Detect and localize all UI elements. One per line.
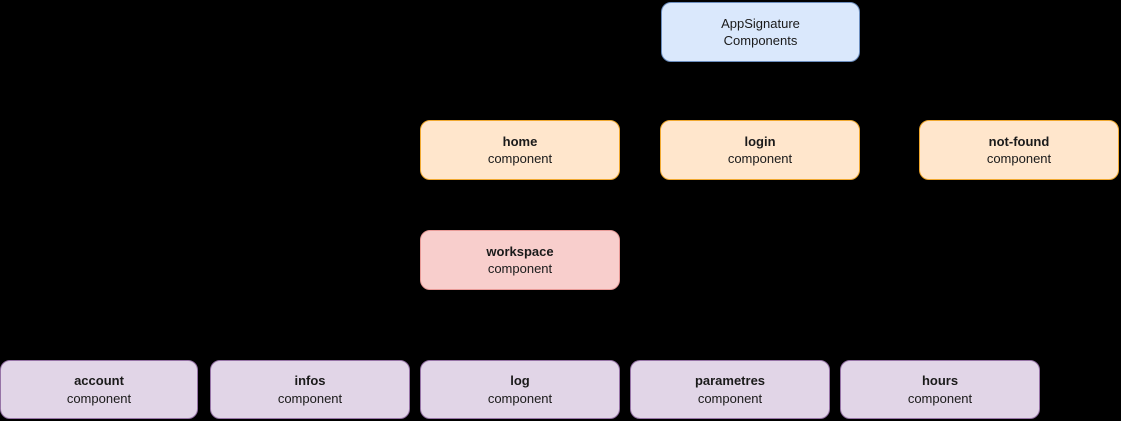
node-title: log bbox=[510, 373, 530, 389]
node-subtitle: component bbox=[697, 390, 763, 406]
node-title: workspace bbox=[486, 243, 554, 259]
node-workspace[interactable]: workspace component bbox=[420, 230, 620, 290]
node-subtitle: component bbox=[487, 390, 553, 406]
node-login[interactable]: login component bbox=[660, 120, 860, 180]
node-title: account bbox=[74, 373, 124, 389]
node-home[interactable]: home component bbox=[420, 120, 620, 180]
node-subtitle: component bbox=[487, 151, 553, 166]
node-title: AppSignature bbox=[721, 15, 800, 31]
node-subtitle: component bbox=[487, 261, 553, 276]
node-title: login bbox=[744, 133, 776, 149]
node-title: infos bbox=[294, 373, 326, 389]
node-subtitle: component bbox=[986, 151, 1052, 166]
node-title: parametres bbox=[694, 373, 766, 389]
node-subtitle: component bbox=[277, 390, 343, 406]
node-subtitle: Components bbox=[723, 33, 798, 48]
node-subtitle: component bbox=[727, 151, 793, 166]
node-title: home bbox=[502, 133, 538, 149]
node-title: hours bbox=[921, 373, 959, 389]
node-title: not-found bbox=[988, 133, 1050, 149]
node-subtitle: component bbox=[907, 390, 973, 406]
node-not-found[interactable]: not-found component bbox=[919, 120, 1119, 180]
node-subtitle: component bbox=[66, 390, 132, 406]
